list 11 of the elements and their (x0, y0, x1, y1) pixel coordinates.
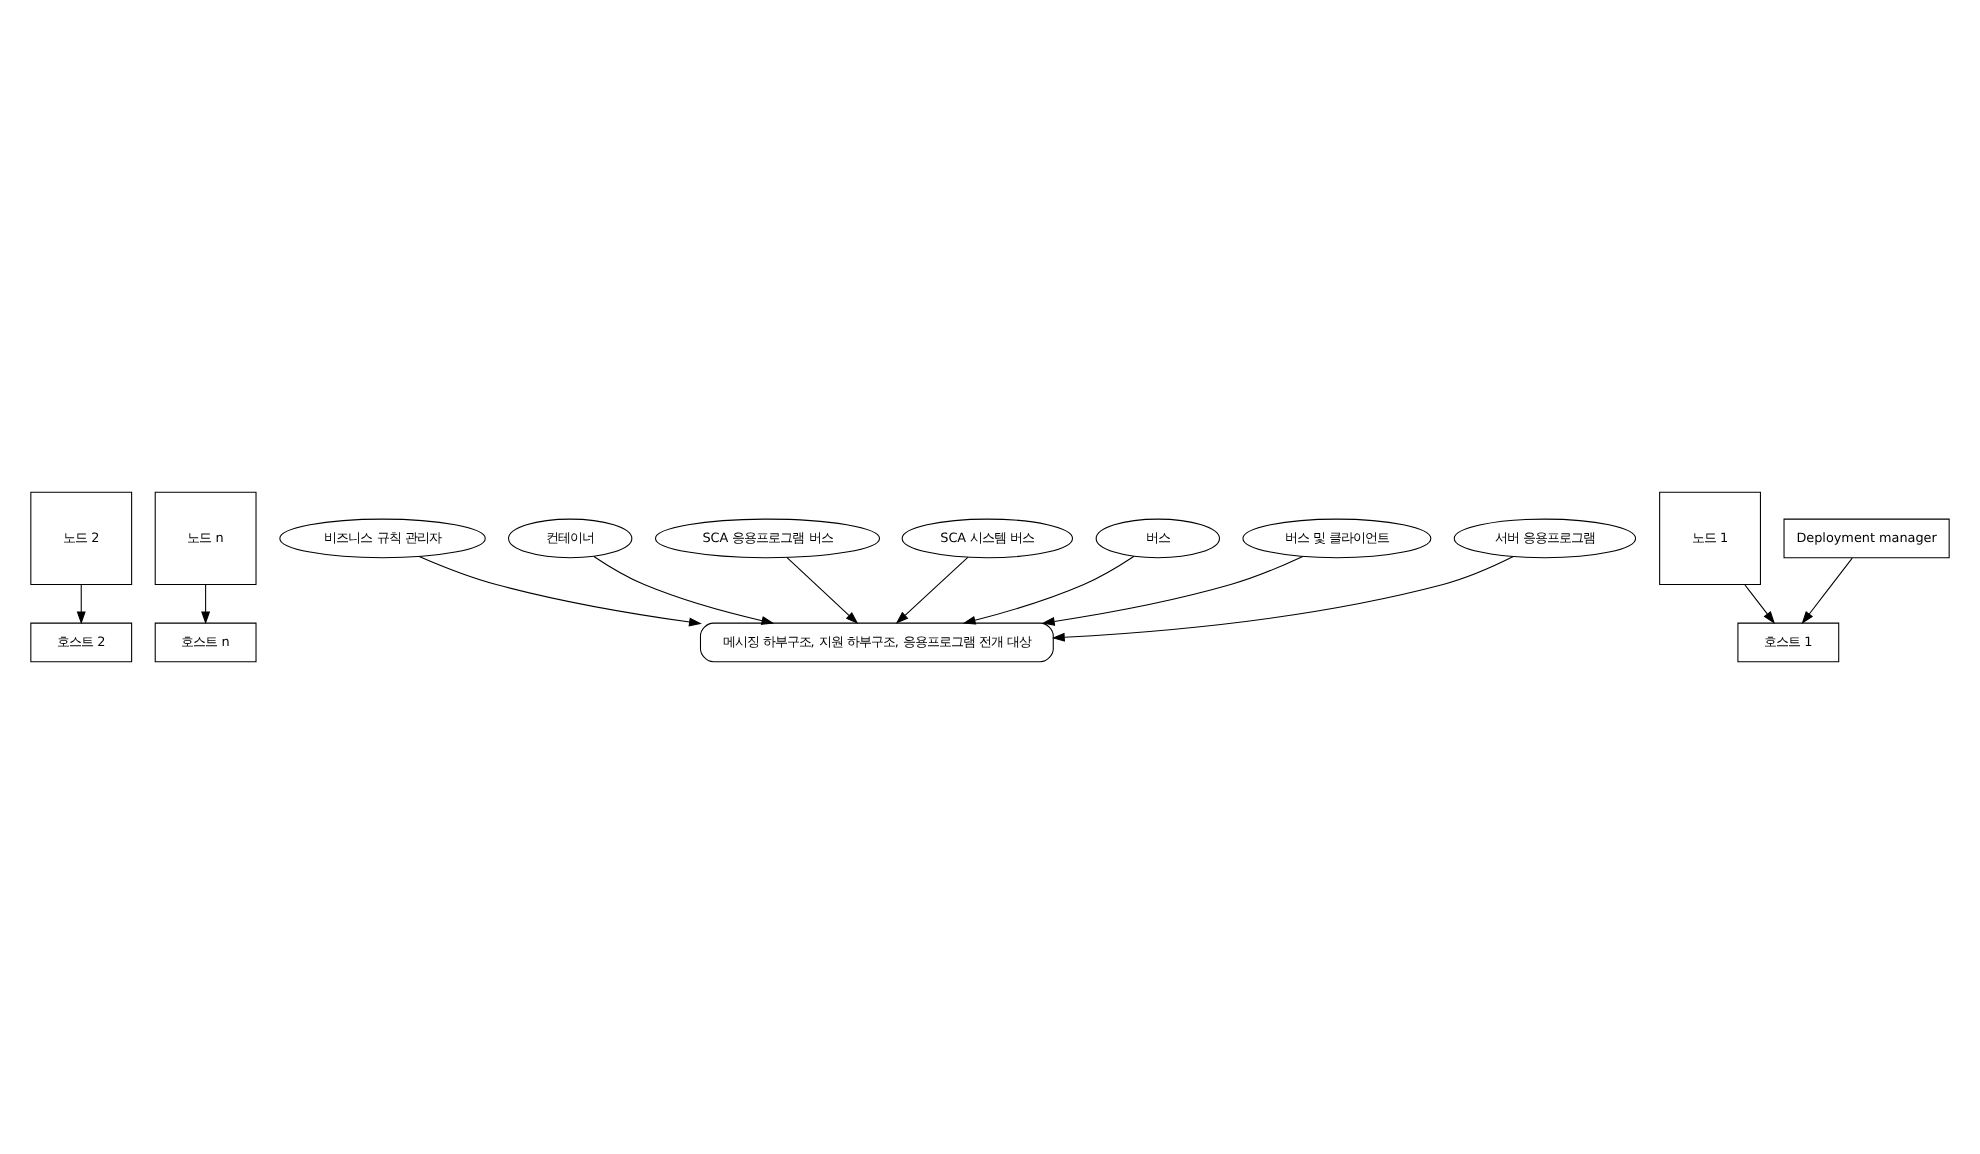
arrow (962, 555, 1135, 625)
arrow (1744, 584, 1775, 624)
arrow (1801, 557, 1853, 625)
arrow (895, 556, 969, 624)
arrow (76, 584, 86, 625)
arrow (1041, 555, 1304, 626)
arrow (418, 555, 702, 627)
arrow (1051, 556, 1514, 642)
arrow (786, 557, 859, 625)
arrow (201, 584, 211, 625)
arrow (593, 555, 775, 625)
